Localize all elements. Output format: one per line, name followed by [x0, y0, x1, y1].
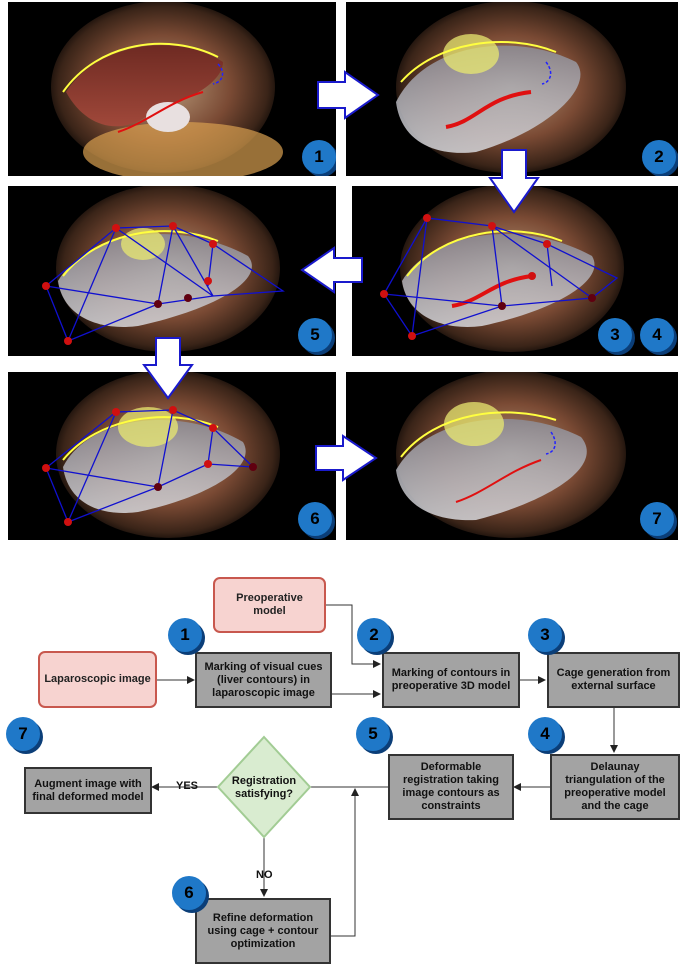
- delaunay-triangulation-box: Delaunay triangulation of the preoperati…: [550, 754, 680, 820]
- laparoscopic-image-2: [396, 2, 626, 173]
- panel-step-1: 1: [8, 2, 336, 176]
- step-badge: 2: [357, 618, 391, 652]
- step-badge: 3: [598, 318, 632, 352]
- step-badge: 4: [528, 717, 562, 751]
- step-badge: 7: [640, 502, 674, 536]
- preoperative-model-box: Preoperative model: [213, 577, 326, 633]
- step-badge: 7: [6, 717, 40, 751]
- laparoscopic-image-box: Laparoscopic image: [38, 651, 157, 708]
- laparoscopic-image-3-4: [380, 186, 624, 352]
- yes-label: YES: [176, 780, 199, 792]
- step-badge: 1: [168, 618, 202, 652]
- step-badge: 3: [528, 618, 562, 652]
- augment-image-box: Augment image with final deformed model: [24, 767, 152, 814]
- marking-contours-box: Marking of contours in preoperative 3D m…: [382, 652, 520, 708]
- step-badge: 6: [298, 502, 332, 536]
- step-badge: 5: [298, 318, 332, 352]
- refine-deformation-box: Refine deformation using cage + contour …: [195, 898, 331, 964]
- laparoscopic-image-5: [42, 186, 285, 352]
- step-badge: 1: [302, 140, 336, 174]
- step-badge: 5: [356, 717, 390, 751]
- laparoscopic-image-6: [42, 372, 280, 538]
- step-badge: 4: [640, 318, 674, 352]
- panel-step-3-4: 3 4: [352, 186, 678, 356]
- panel-step-5: 5: [8, 186, 336, 356]
- no-label: NO: [256, 869, 273, 881]
- laparoscopic-image-7: [396, 372, 626, 538]
- decision-label: Registration satisfying?: [231, 775, 297, 800]
- marking-visual-cues-box: Marking of visual cues (liver contours) …: [195, 652, 332, 708]
- deformable-registration-box: Deformable registration taking image con…: [388, 754, 514, 820]
- cage-generation-box: Cage generation from external surface: [547, 652, 680, 708]
- laparoscopic-image-1: [51, 2, 283, 176]
- panel-step-7: 7: [346, 372, 678, 540]
- panel-step-2: 2: [346, 2, 678, 176]
- step-badge: 2: [642, 140, 676, 174]
- step-badge: 6: [172, 876, 206, 910]
- panel-step-6: 6: [8, 372, 336, 540]
